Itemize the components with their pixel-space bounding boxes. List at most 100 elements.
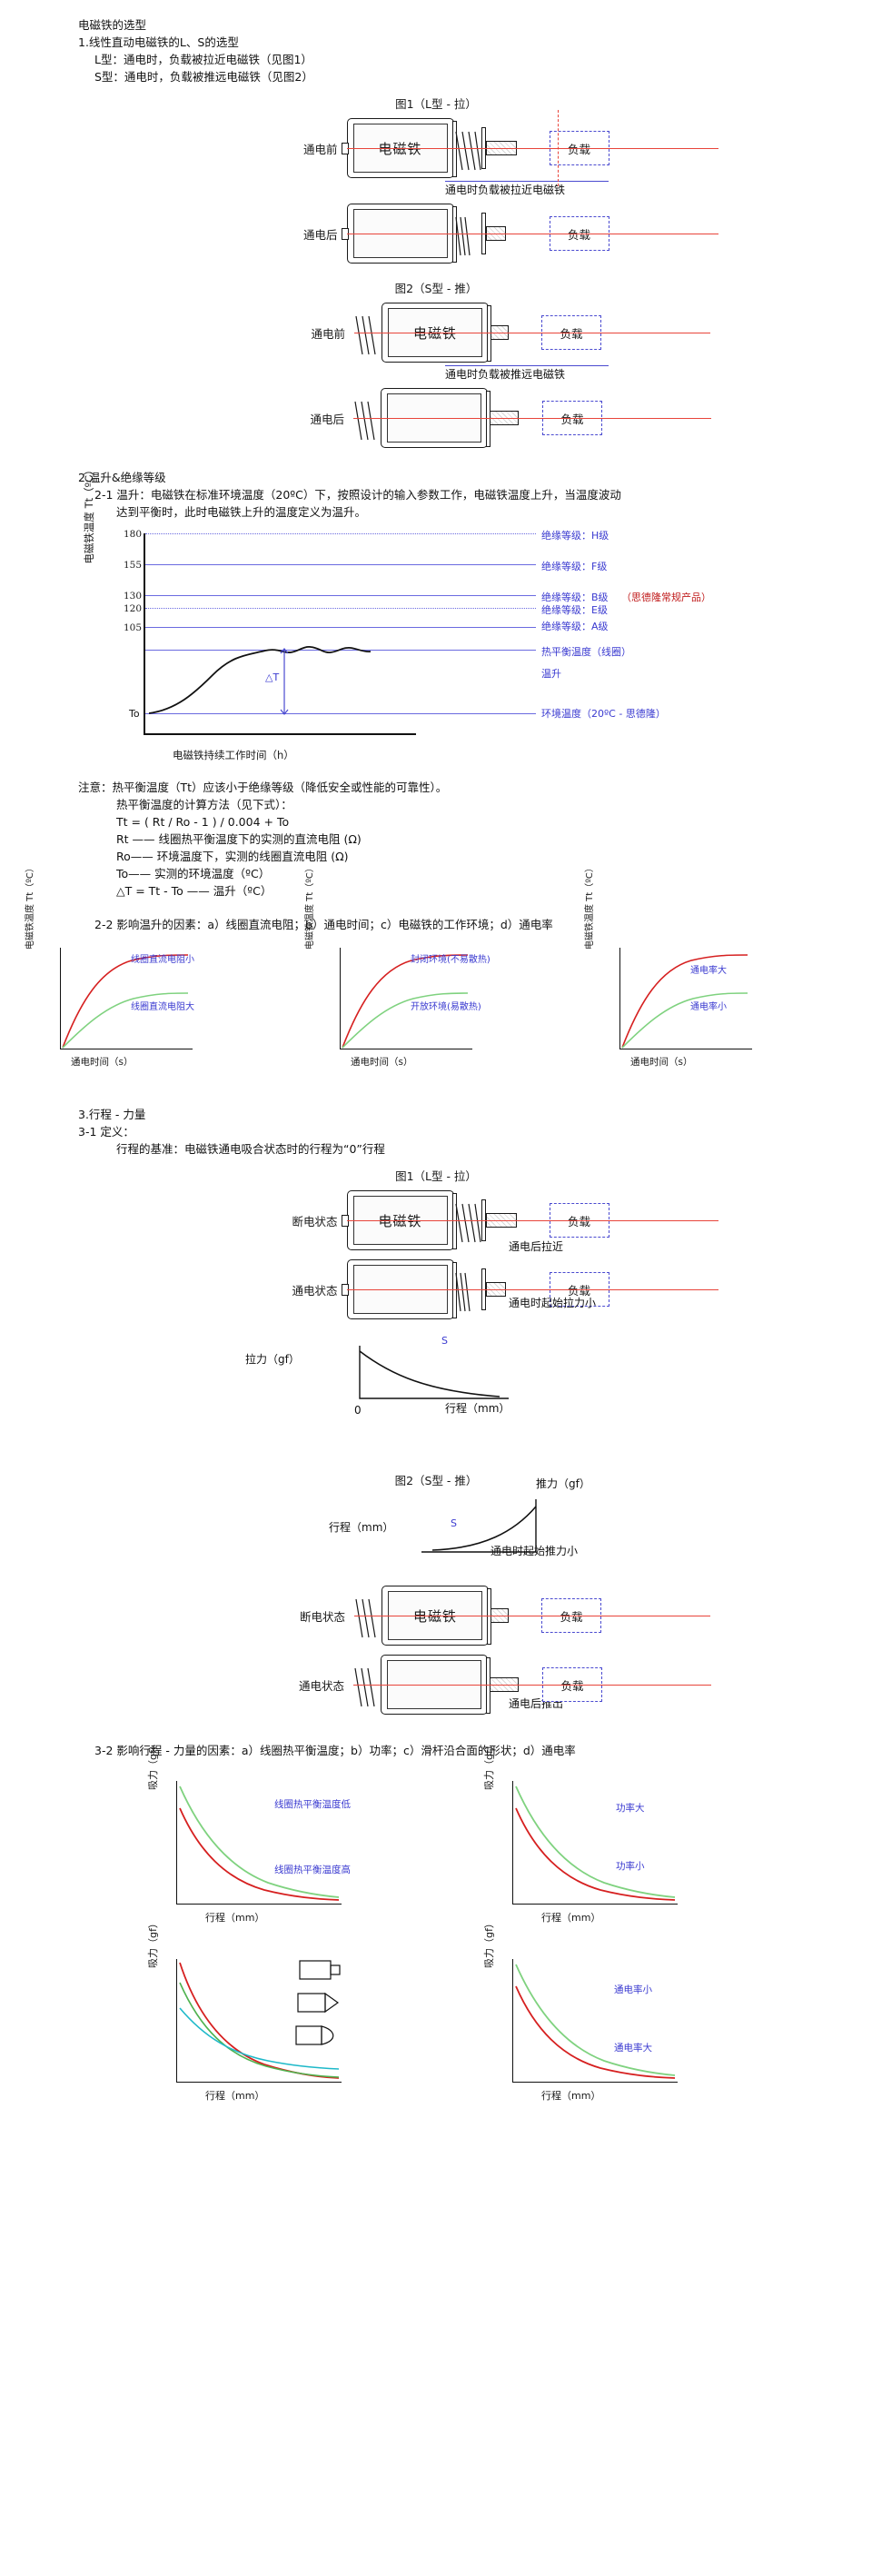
pull-force-curve	[359, 1346, 509, 1399]
end-cap	[451, 206, 457, 263]
plot-area	[619, 948, 752, 1049]
pull-force-annotations: 通电后拉近 通电时起始拉力小	[509, 1238, 872, 1375]
center-axis	[346, 1289, 718, 1290]
plot-area	[176, 1781, 342, 1905]
state-label-on: 通电状态	[298, 1678, 344, 1693]
ylabel: 吸力（gf）	[147, 1740, 159, 1790]
def-to: To—— 实测的环境温度（ºC）	[116, 867, 271, 880]
section-3-2-text: 3-2 影响行程 - 力量的因素：a）线圈热平衡温度；b）功率；c）滑杆沿合面的…	[94, 1744, 576, 1757]
figure-1-state-before: 通电前 电磁铁 负载	[0, 110, 872, 186]
section-3-1: 3-1 定义：	[78, 1125, 134, 1139]
insulation-label-h: 绝缘等级：H级	[541, 530, 609, 542]
series-label-open-env: 开放环境(易散热)	[411, 1002, 481, 1012]
force-factor-charts-row1: 吸力（gf） 线圈热平衡温度低 线圈热平衡温度高 行程（mm） 吸力（gf） 功…	[0, 1740, 872, 1937]
center-axis	[353, 1685, 711, 1686]
ref-line-e: 120	[124, 603, 536, 614]
section-2-1-text-cont: 达到平衡时，此时电磁铁上升的温度定义为温升。	[116, 505, 367, 519]
document-page: 电磁铁的选型 1.线性直动电磁铁的L、S的选型 L型：通电时，负载被拉近电磁铁（…	[0, 18, 872, 2115]
state-label-after: 通电后	[302, 227, 338, 242]
force-factor-charts-row2: 吸力（gf） 行程（mm） 吸力（gf）	[0, 1918, 872, 2115]
ref-line-b: 130	[124, 591, 536, 602]
to-symbol: To	[129, 708, 140, 720]
delta-t-bracket	[280, 648, 289, 715]
chart-force-power: 吸力（gf） 功率大 功率小 行程（mm）	[454, 1740, 754, 1937]
stroke-ref-line	[557, 110, 559, 186]
series-label-low-duty: 通电率小	[690, 1002, 727, 1012]
ref-line-f: 155	[124, 560, 536, 571]
return-spring-icon	[454, 1203, 481, 1243]
series-label-closed-env: 封闭环境(不易散热)	[411, 955, 490, 965]
return-spring-icon	[454, 131, 481, 171]
end-cap	[451, 1262, 457, 1318]
temp-chart-plot: 180 155 130 120 105	[124, 529, 536, 761]
ytick-180: 180	[123, 529, 142, 540]
figure-2-title: 图2（S型 - 推）	[394, 282, 478, 295]
state-label-before: 通电前	[311, 326, 345, 341]
xlabel: 通电时间（s）	[630, 1057, 693, 1068]
curves	[621, 954, 748, 1049]
series-label-low-temp: 线圈热平衡温度低	[274, 1799, 351, 1810]
series-label-high-duty: 通电率大	[614, 2043, 652, 2054]
end-cap	[487, 1588, 491, 1645]
section-2-2-text: 2-2 影响温升的因素：a）线圈直流电阻；b）通电时间；c）电磁铁的工作环境；d…	[94, 918, 553, 931]
ylabel: 电磁铁温度 Tt（ºC）	[585, 863, 595, 950]
return-spring-icon	[354, 1667, 375, 1707]
ylabel: 电磁铁温度 Tt（ºC）	[25, 863, 35, 950]
ambient-temp-label: 环境温度（20ºC - 思德隆）	[541, 708, 666, 720]
state-label-off: 断电状态	[292, 1214, 338, 1228]
def-rt: Rt —— 线圈热平衡温度下的实测的直流电阻 (Ω)	[116, 832, 362, 846]
xlabel: 行程（mm）	[205, 1912, 265, 1924]
temperature-rise-chart: 电磁铁温度 Tt（ºC） 180 155 130 120 105	[83, 464, 778, 764]
return-spring-icon	[355, 1598, 376, 1638]
insulation-label-f: 绝缘等级：F级	[541, 561, 608, 572]
figure-1-note: 通电时负载被拉近电磁铁	[445, 184, 566, 196]
curves	[179, 1785, 340, 1901]
end-cap	[487, 305, 491, 362]
figure-1-note-wrap: 通电时负载被拉近电磁铁	[445, 181, 872, 197]
figure-1-state-after: 通电后 负载	[0, 201, 872, 266]
note-pull-after: 通电后拉近	[509, 1240, 564, 1253]
end-cap	[451, 121, 457, 177]
plot-area	[512, 1959, 678, 2083]
s-type-desc: S型：通电时，负载被推远电磁铁（见图2）	[94, 70, 313, 84]
series-label-low-duty: 通电率小	[614, 1984, 652, 1995]
insulation-label-b: 绝缘等级：B级	[541, 592, 609, 603]
chart-force-coil-temp: 吸力（gf） 线圈热平衡温度低 线圈热平衡温度高 行程（mm）	[118, 1740, 418, 1937]
series-label-high-power: 功率大	[616, 1803, 645, 1814]
push-force-axis-label: 推力（gf）	[536, 1477, 590, 1490]
insulation-label-a: 绝缘等级：A级	[541, 621, 609, 632]
ytick-130: 130	[123, 591, 142, 602]
stroke-s-marker: S	[451, 1517, 457, 1529]
l-type-desc: L型：通电时，负载被拉近电磁铁（见图1）	[94, 53, 312, 66]
curves	[342, 954, 469, 1049]
figure-2-state-before: 通电前 电磁铁 负载	[0, 300, 872, 365]
ylabel: 吸力（gf）	[147, 1918, 159, 1968]
figure-4-state-off: 断电状态 电磁铁 负载	[0, 1583, 872, 1648]
push-force-chart: 推力（gf） 行程（mm） S 通电时起始推力小	[329, 1477, 872, 1579]
ytick-105: 105	[123, 622, 142, 633]
plot-area	[340, 948, 472, 1049]
state-label-after: 通电后	[310, 412, 344, 426]
chart-factor-resistance: 电磁铁温度 Tt（ºC） 线圈直流电阻小 线圈直流电阻大 通电时间（s）	[20, 863, 292, 1079]
series-label-low-resistance: 线圈直流电阻小	[131, 955, 194, 965]
end-cap	[486, 391, 490, 447]
note-calc: 热平衡温度的计算方法（见下式）：	[116, 798, 292, 811]
curves	[179, 1962, 340, 2079]
figure-2-note: 通电时负载被推远电磁铁	[445, 368, 566, 381]
push-force-curve	[421, 1499, 537, 1553]
figure-3-title: 图1（L型 - 拉）	[395, 1169, 477, 1183]
ytick-120: 120	[123, 603, 142, 614]
chart-factor-environment: 电磁铁温度 Tt（ºC） 封闭环境(不易散热) 开放环境(易散热) 通电时间（s…	[300, 863, 572, 1079]
figure-4-state-on: 通电状态 负载	[0, 1652, 872, 1717]
insulation-label-e: 绝缘等级：E级	[541, 604, 608, 616]
stroke-axis-label: 行程（mm）	[329, 1521, 394, 1534]
return-spring-icon	[354, 401, 375, 441]
end-cap	[486, 1657, 490, 1714]
section-3-heading: 3.行程 - 力量	[78, 1108, 146, 1121]
magnet-body: 电磁铁	[341, 118, 457, 178]
figure-2-state-after: 通电后 负载	[0, 385, 872, 451]
section-1-heading: 1.线性直动电磁铁的L、S的选型	[78, 35, 239, 49]
end-cap	[451, 1193, 457, 1249]
figure-3-state-off: 断电状态 电磁铁 负载	[0, 1188, 872, 1253]
chart-factor-duty: 电磁铁温度 Tt（ºC） 通电率大 通电率小 通电时间（s）	[580, 863, 852, 1079]
